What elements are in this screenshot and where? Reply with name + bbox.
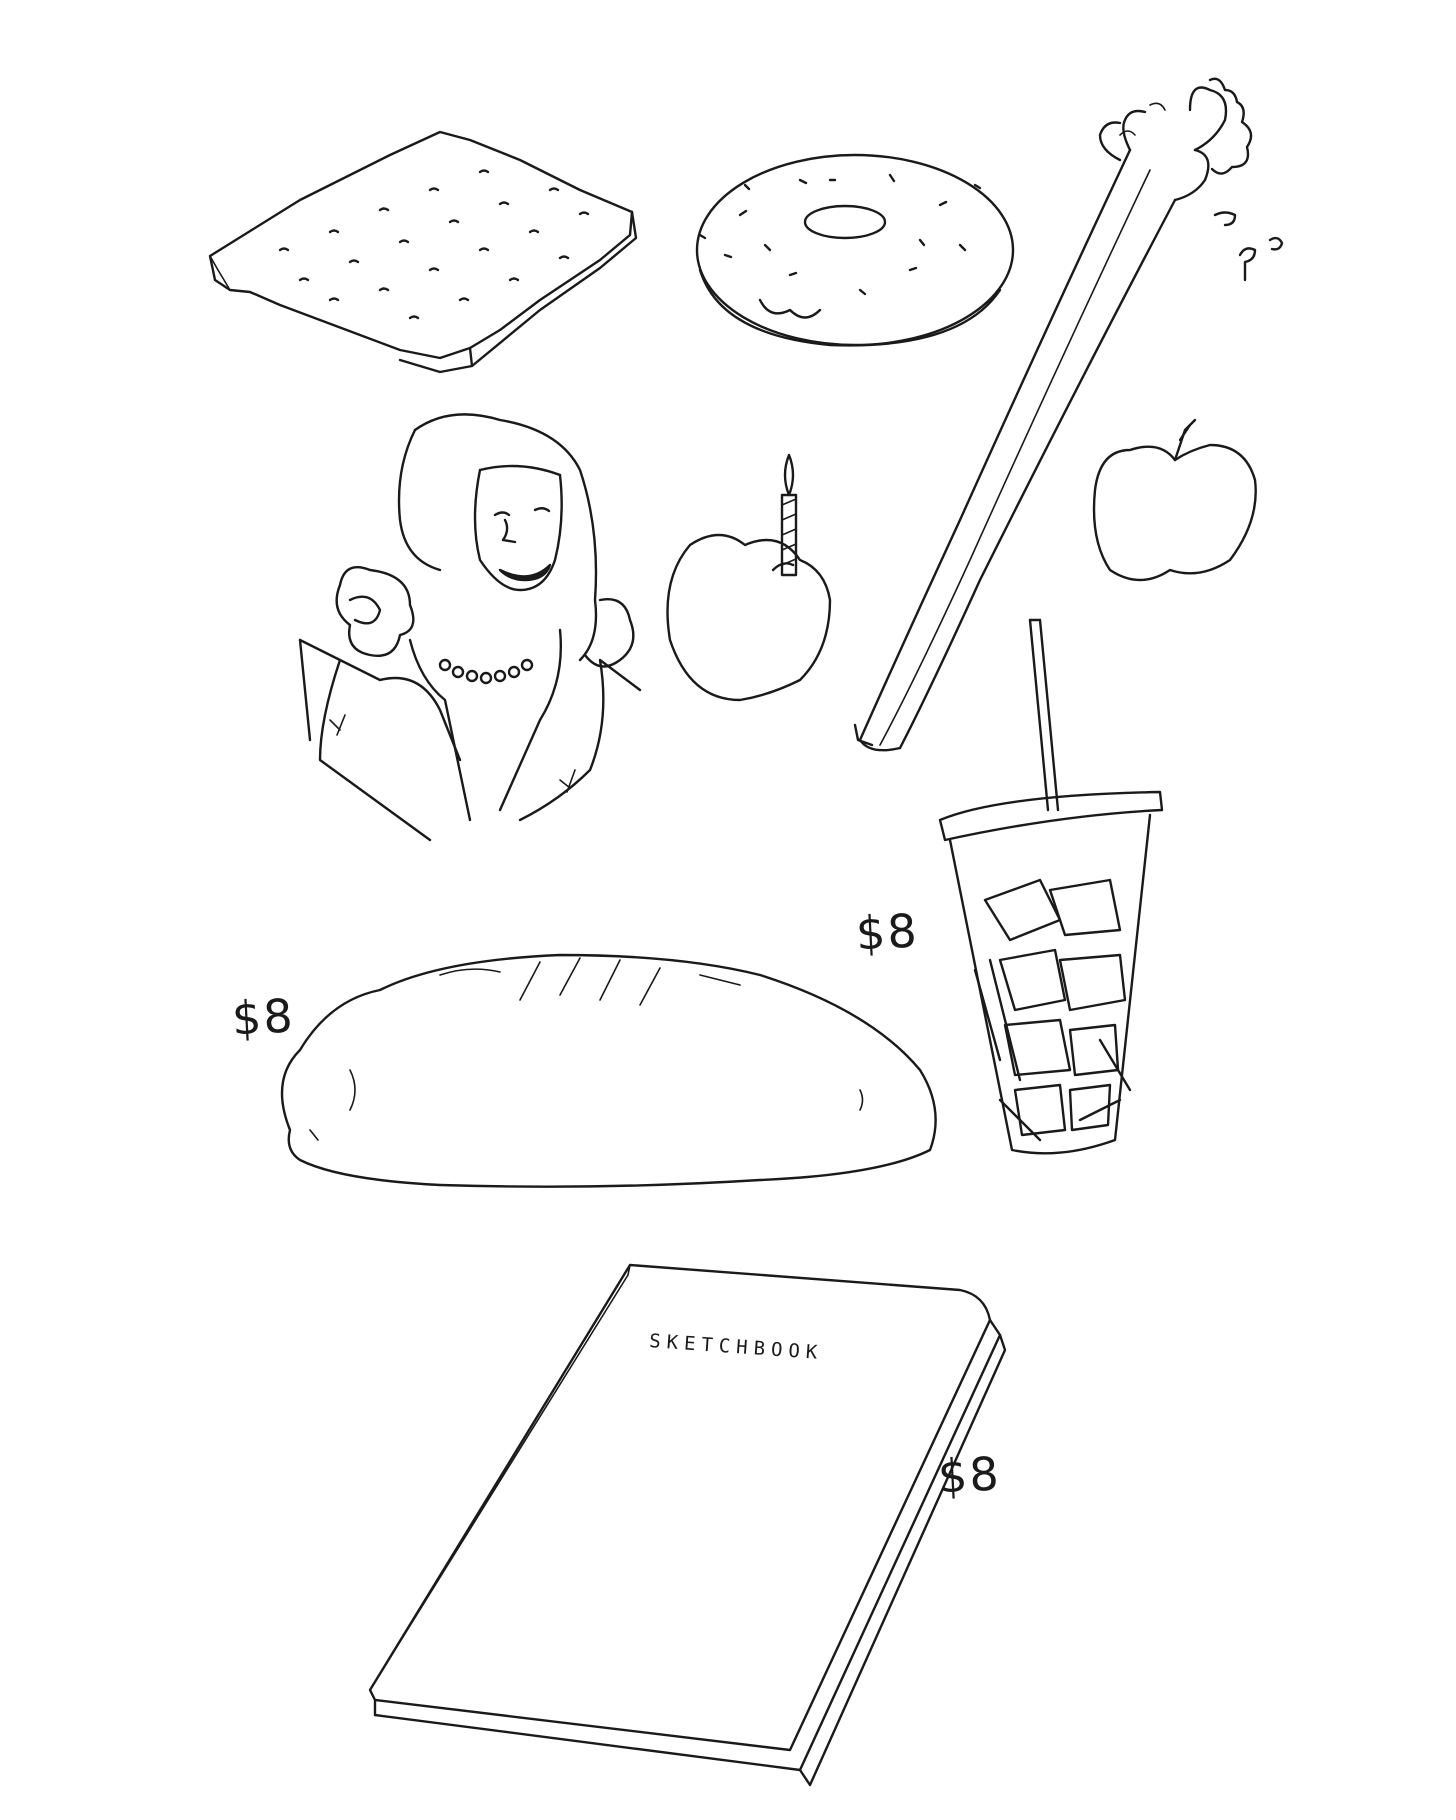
- drink-price-label: $8: [854, 903, 920, 961]
- apple-with-candle-drawing: [666, 453, 832, 702]
- cracker-drawing: [208, 130, 638, 374]
- bread-price-label: $8: [230, 988, 296, 1046]
- woman-portrait-drawing: [298, 413, 642, 842]
- iced-drink-drawing: [938, 618, 1164, 1155]
- sketchbook-drawing: [368, 1263, 1007, 1787]
- donut-drawing: [695, 153, 1015, 347]
- apple-drawing: [1092, 418, 1257, 582]
- sketchbook-price-label: $8: [936, 1446, 1002, 1504]
- celery-drawing: [853, 77, 1284, 752]
- bread-loaf-drawing: [280, 953, 937, 1188]
